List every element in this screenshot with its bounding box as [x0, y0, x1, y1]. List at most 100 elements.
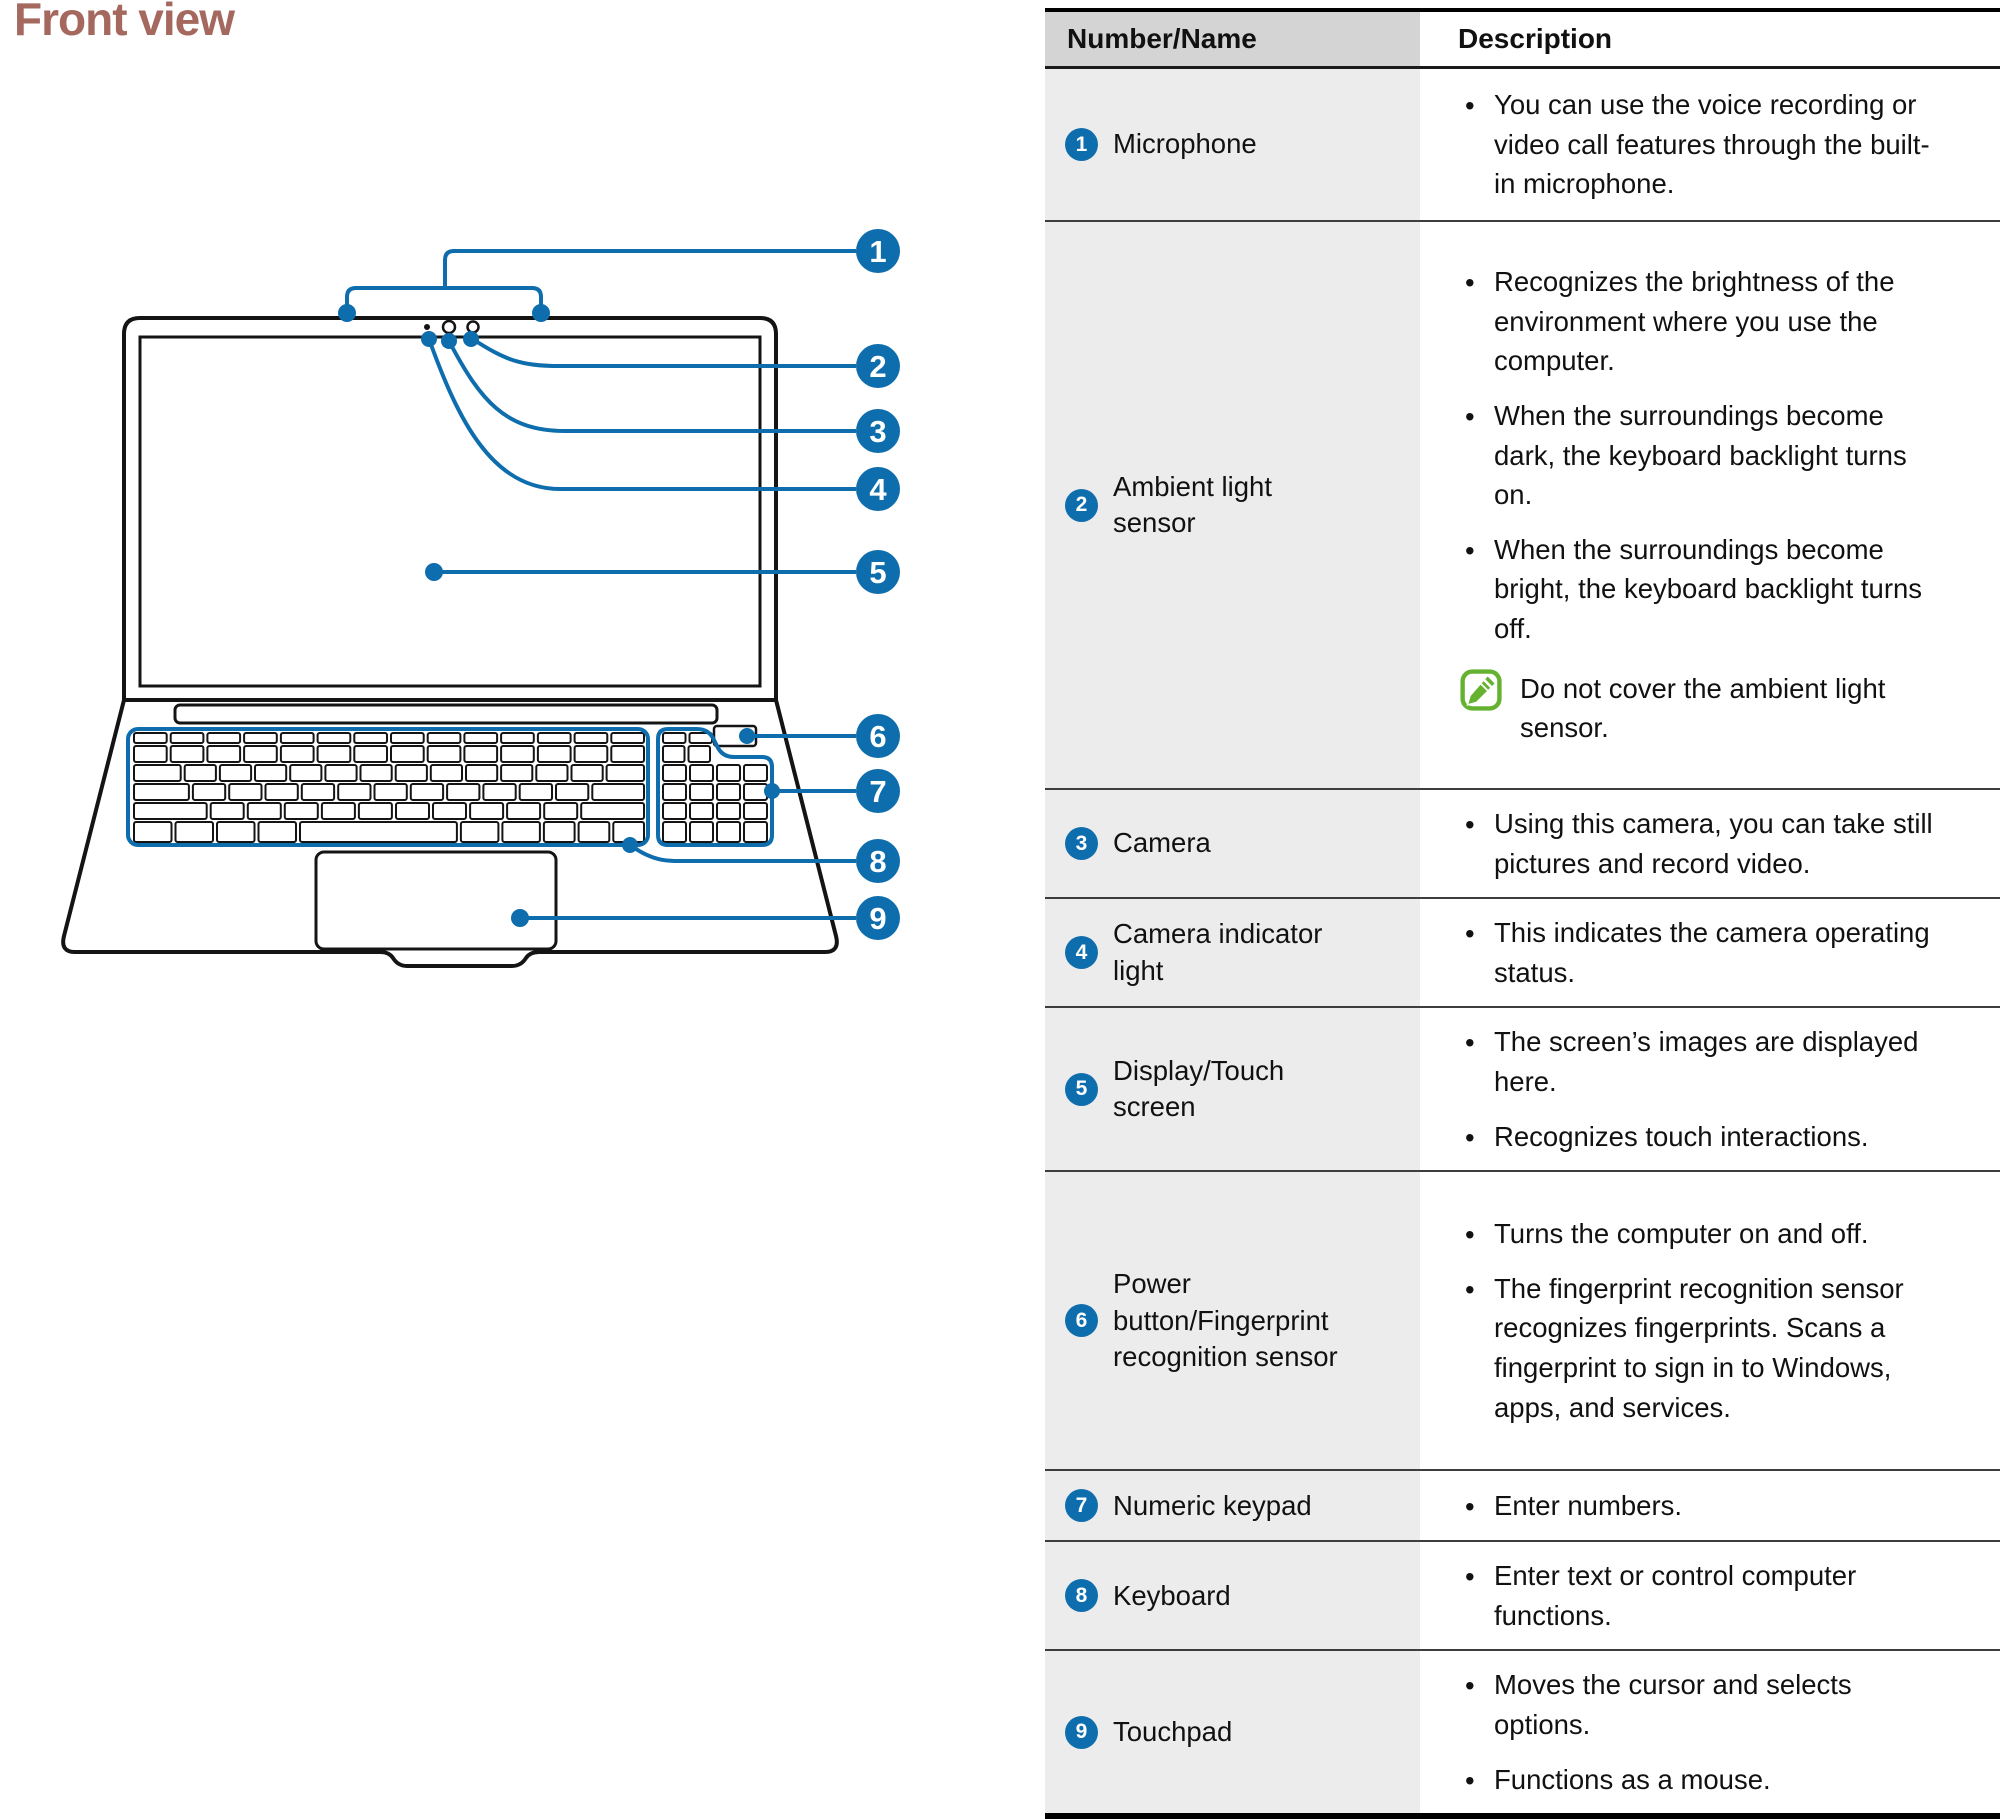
svg-text:2: 2 — [869, 349, 886, 384]
svg-text:7: 7 — [869, 774, 886, 809]
callout-circle-5: 5 — [856, 550, 900, 594]
table-row: 4 Camera indicator light This indicates … — [1045, 899, 2000, 1009]
description-bullet: Recognizes the brightness of the environ… — [1460, 262, 1942, 381]
table-row: 7 Numeric keypad Enter numbers. — [1045, 1471, 2000, 1543]
description-bullets: Enter text or control computer functions… — [1460, 1556, 1942, 1635]
description-bullet: When the surroundings become bright, the… — [1460, 530, 1942, 649]
hinge-strip — [173, 703, 719, 725]
number-badge: 8 — [1065, 1579, 1098, 1613]
description-bullets: Using this camera, you can take still pi… — [1460, 804, 1942, 883]
component-name: Camera — [1113, 827, 1211, 859]
badge-number: 7 — [1075, 1493, 1088, 1517]
component-name: Numeric keypad — [1113, 1489, 1312, 1521]
svg-text:9: 9 — [869, 901, 886, 936]
description-cell: The screen’s images are displayed here. R… — [1420, 1008, 2000, 1171]
header-description: Description — [1420, 12, 2000, 66]
number-badge: 5 — [1065, 1072, 1098, 1106]
component-name: Microphone — [1113, 128, 1257, 160]
description-bullets: Enter numbers. — [1460, 1486, 1942, 1526]
badge-number: 4 — [1075, 940, 1088, 964]
component-name: Keyboard — [1113, 1579, 1231, 1611]
number-name-cell: 7 Numeric keypad — [1045, 1471, 1420, 1541]
component-name: Power button/Fingerprint recognition sen… — [1113, 1268, 1338, 1372]
table-row: 2 Ambient light sensor Recognizes the br… — [1045, 222, 2000, 790]
table-body: 1 Microphone You can use the voice recor… — [1045, 69, 2000, 1814]
badge-number: 9 — [1075, 1720, 1088, 1744]
description-bullet: Functions as a mouse. — [1460, 1760, 1942, 1800]
component-table: Number/Name Description 1 Microphone You… — [1045, 8, 2000, 1819]
description-cell: Recognizes the brightness of the environ… — [1420, 222, 2000, 788]
number-name-cell: 4 Camera indicator light — [1045, 899, 1420, 1007]
description-bullet: Recognizes touch interactions. — [1460, 1117, 1942, 1157]
description-bullets: Moves the cursor and selects options.Fun… — [1460, 1665, 1942, 1799]
badge-number: 5 — [1075, 1077, 1088, 1101]
description-bullet: Enter numbers. — [1460, 1486, 1942, 1526]
description-bullets: You can use the voice recording or video… — [1460, 85, 1942, 204]
component-name: Camera indicator light — [1113, 918, 1323, 986]
number-badge: 7 — [1065, 1489, 1098, 1523]
description-bullets: This indicates the camera operating stat… — [1460, 913, 1942, 992]
number-name-cell: 2 Ambient light sensor — [1045, 222, 1420, 788]
number-badge: 3 — [1065, 827, 1098, 861]
number-name-cell: 1 Microphone — [1045, 69, 1420, 220]
callout-circle-9: 9 — [856, 896, 900, 940]
callout-anchor-dots — [338, 304, 780, 927]
note-text: Do not cover the ambient light sensor. — [1520, 672, 1886, 744]
callout-circle-8: 8 — [856, 839, 900, 883]
page-title: Front view — [14, 0, 235, 45]
description-cell: Using this camera, you can take still pi… — [1420, 790, 2000, 898]
description-bullet: The screen’s images are displayed here. — [1460, 1022, 1942, 1101]
callout-circle-6: 6 — [856, 714, 900, 758]
svg-text:6: 6 — [869, 719, 886, 754]
description-bullets: Turns the computer on and off. The finger… — [1460, 1214, 1942, 1427]
description-bullet: This indicates the camera operating stat… — [1460, 913, 1942, 992]
line-to-4 — [427, 338, 856, 491]
table-row: 3 Camera Using this camera, you can take… — [1045, 790, 2000, 900]
keyboard-highlight-outline — [126, 727, 650, 847]
line-to-8 — [628, 843, 856, 864]
description-cell: Enter numbers. — [1420, 1471, 2000, 1541]
number-badge: 9 — [1065, 1715, 1098, 1749]
line-to-3 — [447, 340, 856, 433]
table-row: 5 Display/Touch screen The screen’s imag… — [1045, 1008, 2000, 1173]
number-badge: 1 — [1065, 128, 1098, 161]
header-number-name: Number/Name — [1045, 12, 1420, 66]
description-cell: Moves the cursor and selects options.Fun… — [1420, 1651, 2000, 1814]
table-row: 1 Microphone You can use the voice recor… — [1045, 69, 2000, 222]
badge-number: 8 — [1075, 1583, 1088, 1607]
number-name-cell: 5 Display/Touch screen — [1045, 1008, 1420, 1171]
svg-text:3: 3 — [869, 414, 886, 449]
pencil-note-icon — [1460, 668, 1502, 711]
badge-number: 6 — [1075, 1308, 1088, 1332]
description-bullet: The fingerprint recognition sensor recog… — [1460, 1269, 1942, 1427]
component-name: Display/Touch screen — [1113, 1054, 1285, 1123]
touchpad — [314, 850, 558, 951]
description-bullets: The screen’s images are displayed here. R… — [1460, 1022, 1942, 1156]
camera-indicator-led — [424, 324, 430, 330]
svg-text:1: 1 — [869, 234, 886, 269]
table-row: 6 Power button/Fingerprint recognition s… — [1045, 1172, 2000, 1472]
mic-bracket-line — [345, 286, 543, 315]
callout-lines — [126, 249, 856, 920]
description-cell: This indicates the camera operating stat… — [1420, 899, 2000, 1007]
laptop-front-view-diagram: 1 2 3 4 5 6 7 8 9 — [61, 229, 900, 968]
table-row: 8 Keyboard Enter text or control compute… — [1045, 1542, 2000, 1652]
badge-number: 1 — [1075, 132, 1088, 156]
table-header: Number/Name Description — [1045, 12, 2000, 69]
number-badge: 2 — [1065, 488, 1098, 522]
svg-text:5: 5 — [869, 555, 886, 590]
description-bullet: Turns the computer on and off. — [1460, 1214, 1942, 1254]
callout-circle-3: 3 — [856, 409, 900, 453]
number-badge: 4 — [1065, 936, 1098, 970]
number-name-cell: 9 Touchpad — [1045, 1651, 1420, 1814]
description-cell: Turns the computer on and off. The finger… — [1420, 1172, 2000, 1470]
description-bullet: Enter text or control computer functions… — [1460, 1556, 1942, 1635]
description-cell: You can use the voice recording or video… — [1420, 69, 2000, 220]
description-bullet: You can use the voice recording or video… — [1460, 85, 1942, 204]
badge-number: 2 — [1075, 493, 1088, 516]
callout-circle-2: 2 — [856, 344, 900, 388]
number-name-cell: 8 Keyboard — [1045, 1542, 1420, 1650]
description-bullet: Using this camera, you can take still pi… — [1460, 804, 1942, 883]
component-name: Touchpad — [1113, 1716, 1233, 1748]
number-name-cell: 3 Camera — [1045, 790, 1420, 898]
